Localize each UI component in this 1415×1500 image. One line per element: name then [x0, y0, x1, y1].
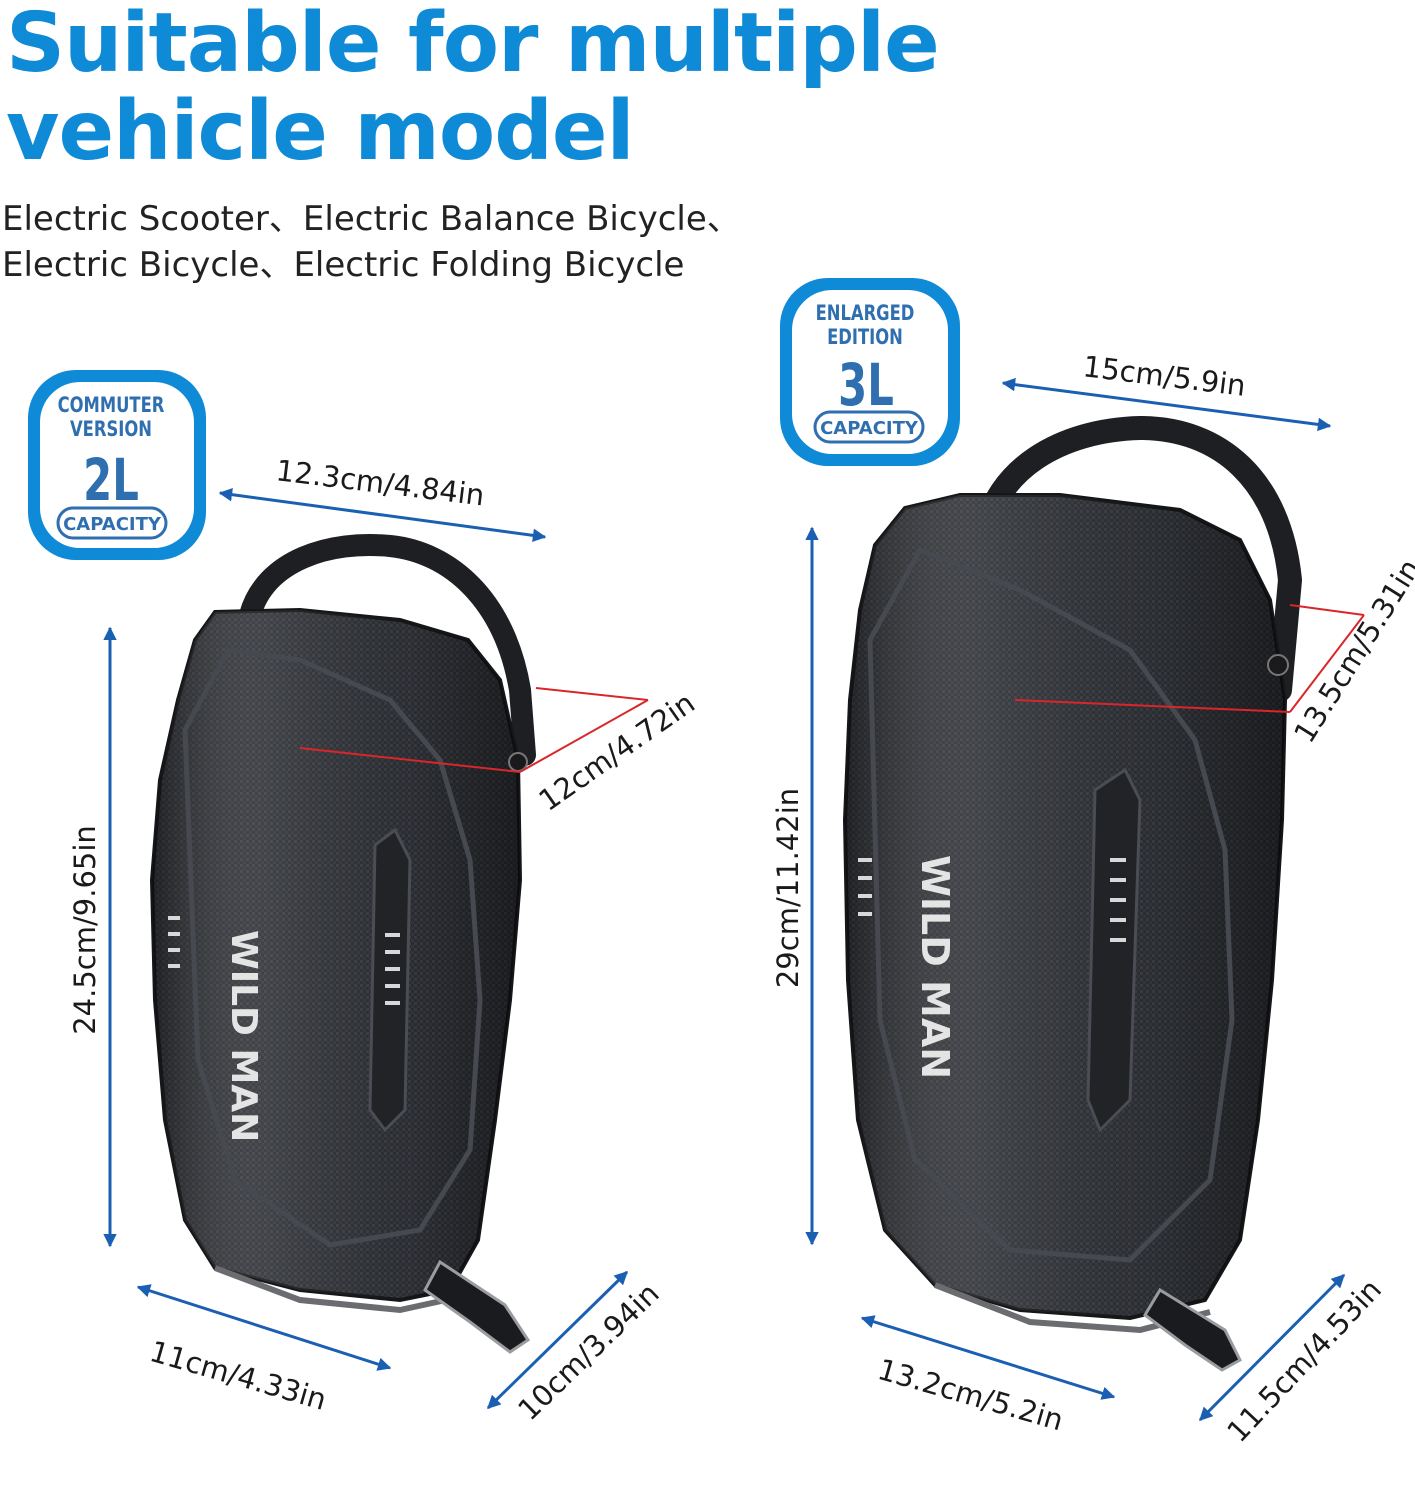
small-badge-volume: 2L — [83, 446, 139, 514]
large-badge-line-1: ENLARGED — [816, 302, 915, 325]
small-depth-marker — [299, 687, 649, 773]
small-height-label: 24.5cm/9.65in — [68, 825, 102, 1035]
small-bag-brand-logo: WILD MAN — [223, 930, 264, 1142]
large-badge-line-2: EDITION — [827, 326, 903, 349]
small-bottom-depth-label: 10cm/3.94in — [511, 1276, 665, 1427]
small-bag: WILD MAN — [149, 534, 536, 1354]
small-bottom-width-arrow — [136, 1284, 392, 1371]
large-bag-capacity-badge: ENLARGED EDITION 3L CAPACITY — [780, 278, 960, 466]
large-badge-pill: CAPACITY — [820, 418, 919, 439]
large-bottom-width-label: 13.2cm/5.2in — [874, 1352, 1067, 1437]
large-depth-marker — [1014, 604, 1365, 713]
headline-line-1: Suitable for multiple — [6, 0, 940, 91]
small-bag-zipper-pull — [423, 1259, 531, 1354]
large-bag-brand-logo: WILD MAN — [913, 855, 957, 1079]
large-depth-label: 13.5cm/5.31in — [1287, 553, 1415, 749]
small-bottom-width-label: 11cm/4.33in — [146, 1334, 330, 1417]
headline: Suitable for multiple vehicle model — [6, 0, 940, 179]
vehicle-list-line-1: Electric Scooter、Electric Balance Bicycl… — [2, 199, 741, 239]
small-bottom-depth-arrow — [486, 1270, 629, 1410]
small-bag-rivet — [508, 752, 528, 772]
small-badge-line-1: COMMUTER — [58, 394, 165, 417]
large-bottom-depth-label: 11.5cm/4.53in — [1220, 1272, 1388, 1448]
large-bag: WILD MAN — [842, 415, 1303, 1372]
large-bag-front-panel — [867, 546, 1235, 1263]
large-bottom-width-arrow — [860, 1315, 1116, 1400]
vehicle-list-line-2: Electric Bicycle、Electric Folding Bicycl… — [2, 245, 685, 285]
large-bag-rivet — [1267, 654, 1289, 676]
large-bottom-depth-arrow — [1198, 1273, 1346, 1422]
small-bag-front-panel — [182, 647, 483, 1248]
small-badge-pill: CAPACITY — [63, 514, 162, 535]
large-badge-volume: 3L — [838, 351, 894, 419]
large-width-label: 15cm/5.9in — [1081, 349, 1247, 403]
large-width-arrow — [1001, 377, 1332, 432]
small-badge-line-2: VERSION — [70, 418, 152, 441]
small-bag-handle — [239, 534, 536, 766]
small-width-arrow — [218, 487, 547, 543]
headline-line-2: vehicle model — [6, 84, 635, 179]
large-height-label: 29cm/11.42in — [771, 788, 805, 988]
vehicle-list: Electric Scooter、Electric Balance Bicycl… — [2, 196, 741, 288]
small-bag-capacity-badge: COMMUTER VERSION 2L CAPACITY — [28, 370, 206, 560]
